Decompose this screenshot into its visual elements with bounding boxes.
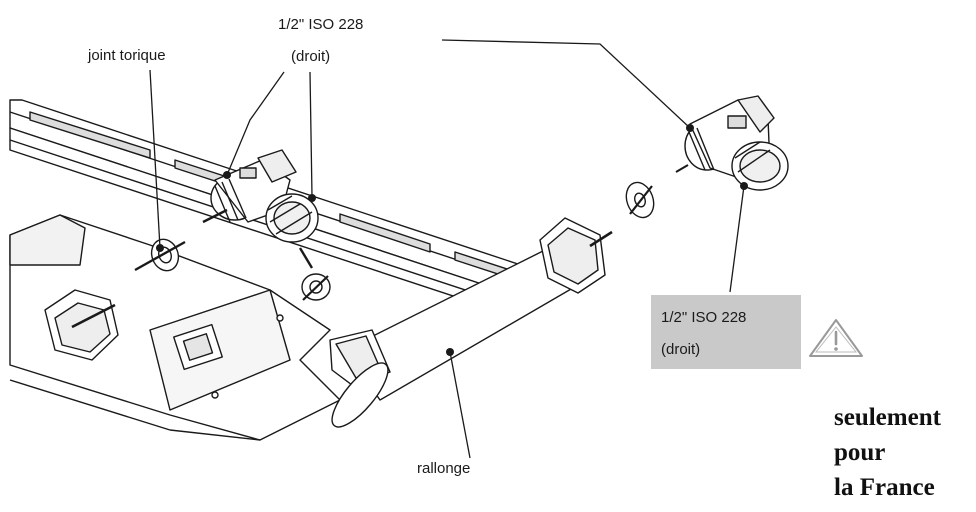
leader-box bbox=[729, 185, 745, 293]
elbow-fitting-right bbox=[265, 193, 319, 269]
france-note-line-3: la France bbox=[834, 474, 935, 501]
unit-body bbox=[9, 214, 341, 441]
o-ring-label: joint torique bbox=[88, 47, 166, 64]
leader-thread-left bbox=[226, 71, 285, 176]
thread-spec-label-box: 1/2" ISO 228 bbox=[661, 309, 747, 326]
leader-thread-right bbox=[309, 71, 313, 197]
hex-nut-left bbox=[44, 289, 119, 361]
spec-callout-box: 1/2" ISO 228 (droit) bbox=[651, 295, 801, 369]
leader-o-ring bbox=[149, 69, 161, 249]
elbow-fitting-separate bbox=[684, 95, 789, 191]
france-note-line-1: seulement bbox=[834, 404, 941, 431]
france-note-line-2: pour bbox=[834, 439, 886, 466]
leader-thread-separate bbox=[441, 39, 691, 129]
straight-label-box: (droit) bbox=[661, 341, 701, 358]
leader-extension bbox=[449, 351, 471, 459]
washer-far bbox=[625, 164, 689, 219]
extension-label: rallonge bbox=[417, 460, 471, 477]
thread-spec-label-top: 1/2" ISO 228 bbox=[278, 16, 364, 33]
washer-middle bbox=[301, 273, 331, 301]
france-only-note: seulement pour la France bbox=[834, 400, 941, 505]
straight-label-top: (droit) bbox=[291, 48, 331, 65]
extension-pipe bbox=[329, 217, 613, 428]
